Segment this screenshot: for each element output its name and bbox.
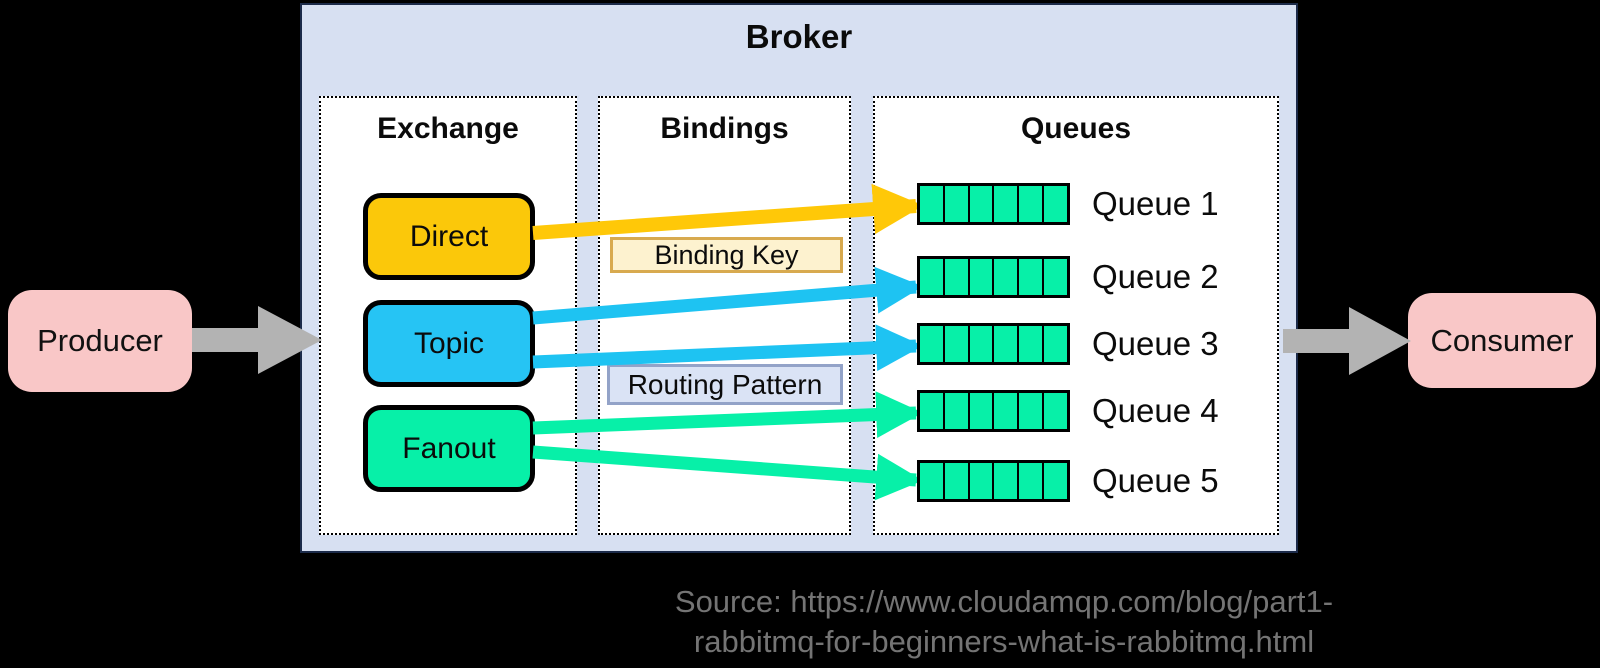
queue-cell	[1044, 259, 1067, 295]
queue-cell	[1044, 393, 1067, 429]
bindings-section	[598, 96, 851, 535]
binding-key-label: Binding Key	[610, 237, 843, 273]
queue-cell	[1019, 186, 1045, 222]
queue-cell	[944, 186, 970, 222]
queue-cell	[1044, 463, 1067, 499]
queue-cell	[994, 186, 1020, 222]
queue-5-label: Queue 5	[1092, 462, 1219, 499]
queue-1-label: Queue 1	[1092, 185, 1219, 222]
queue-cell	[969, 463, 995, 499]
routing-pattern-text: Routing Pattern	[627, 368, 823, 400]
queue-cell	[920, 393, 945, 429]
queue-cell	[920, 326, 945, 362]
exchange-title: Exchange	[377, 112, 519, 145]
producer-label: Producer	[37, 323, 163, 358]
queue-5-rect	[917, 460, 1070, 502]
exchange-node-topic: Topic	[363, 300, 535, 387]
queue-2-label: Queue 2	[1092, 258, 1219, 295]
queue-4-rect	[917, 390, 1070, 432]
exchange-node-topic-label: Topic	[413, 326, 485, 360]
consumer-label: Consumer	[1430, 322, 1574, 358]
queues-title: Queues	[1020, 112, 1132, 145]
binding-key-text: Binding Key	[654, 239, 799, 270]
exchange-node-direct: Direct	[363, 193, 535, 280]
queue-cell	[1019, 259, 1045, 295]
exchange-node-fanout: Fanout	[363, 405, 535, 492]
queue-cell	[944, 463, 970, 499]
exchange-node-fanout-label: Fanout	[402, 431, 496, 465]
queue-cell	[969, 393, 995, 429]
queue-cell	[969, 326, 995, 362]
queue-3-rect	[917, 323, 1070, 365]
consumer-node: Consumer	[1408, 293, 1596, 388]
queue-3-label: Queue 3	[1092, 325, 1219, 362]
broker-title: Broker	[745, 18, 853, 55]
exchange-node-direct-label: Direct	[409, 219, 489, 253]
source-attribution: Source: https://www.cloudamqp.com/blog/p…	[604, 582, 1404, 662]
queue-1-rect	[917, 183, 1070, 225]
queue-cell	[994, 259, 1020, 295]
queue-cell	[1019, 463, 1045, 499]
queue-cell	[1044, 186, 1067, 222]
queue-cell	[994, 326, 1020, 362]
producer-node: Producer	[8, 290, 192, 392]
queue-cell	[994, 393, 1020, 429]
queue-cell	[969, 186, 995, 222]
queue-cell	[944, 259, 970, 295]
source-line-2: rabbitmq-for-beginners-what-is-rabbitmq.…	[693, 624, 1315, 659]
queue-cell	[1019, 326, 1045, 362]
queue-cell	[944, 393, 970, 429]
bindings-title: Bindings	[660, 112, 789, 145]
queue-cell	[969, 259, 995, 295]
queue-cell	[994, 463, 1020, 499]
queue-cell	[1044, 326, 1067, 362]
source-line-1: Source: https://www.cloudamqp.com/blog/p…	[674, 584, 1334, 619]
queue-cell	[1019, 393, 1045, 429]
queue-4-label: Queue 4	[1092, 392, 1219, 429]
queue-cell	[944, 326, 970, 362]
broker-to-consumer-arrow	[1283, 307, 1411, 375]
queue-cell	[920, 186, 945, 222]
routing-pattern-label: Routing Pattern	[607, 364, 843, 405]
queue-2-rect	[917, 256, 1070, 298]
queue-cell	[920, 463, 945, 499]
queue-cell	[920, 259, 945, 295]
